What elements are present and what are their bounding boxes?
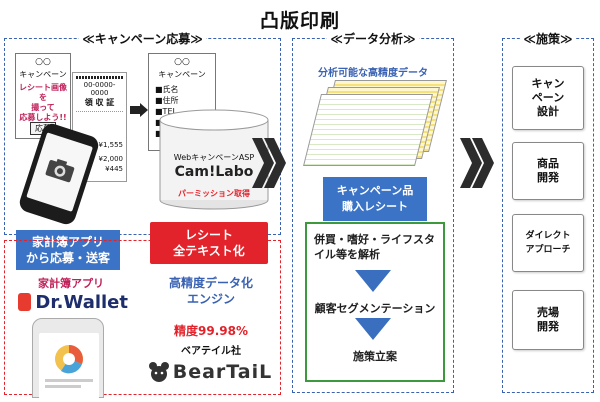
campaign-entry-card: ○○ キャンペーン レシート画像を 撮って 応募しよう!! 応募 <box>15 53 71 139</box>
measure-campaign-design: キャン ペーン 設計 <box>512 66 584 130</box>
receipt-total1: ¥1,555 <box>98 141 124 149</box>
measure-store-development: 売場 開発 <box>512 290 584 350</box>
campaign-receipt-box: キャンペーン品 購入レシート <box>323 177 427 221</box>
analysis-step-2: 顧客セグメンテーション <box>314 302 436 315</box>
spreadsheet-stack <box>303 80 447 168</box>
database-cylinder <box>159 109 269 210</box>
camera-icon <box>43 154 78 184</box>
arrow-down-icon <box>355 318 391 340</box>
drwallet-logo-text: Dr.Wallet <box>35 291 128 313</box>
beartail-logo: BearTaiL <box>144 358 276 386</box>
form-item: ■氏名 <box>155 85 179 94</box>
company-label: ベアテイル社 <box>181 346 241 357</box>
receipt-lines <box>76 111 123 141</box>
kakeibo-app-box: 家計簿アプリ から応募・送客 <box>16 230 120 270</box>
kakeibo-app-label: 家計簿アプリ <box>38 277 104 290</box>
campaign-panel-title: ≪キャンペーン応募≫ <box>79 32 206 46</box>
engine-label: 高精度データ化 エンジン <box>168 276 253 306</box>
barcode-icon <box>76 76 123 79</box>
analysis-panel-title: ≪データ分析≫ <box>327 32 419 46</box>
camlabo-logo: Cam!Labo <box>174 164 254 180</box>
measure-product-development: 商品 開発 <box>512 142 584 200</box>
analysis-subtitle: 分析可能な高精度データ <box>318 68 428 79</box>
measures-panel-title: ≪施策≫ <box>520 32 576 46</box>
card1-title: ○○ <box>35 57 51 67</box>
drwallet-mark-icon <box>18 293 32 311</box>
card2-title: ○○ <box>174 57 190 67</box>
datafication-region <box>4 240 281 395</box>
receipt-text-box: レシート 全テキスト化 <box>150 222 268 264</box>
card1-text: レシート画像を 撮って 応募しよう!! <box>19 83 67 122</box>
receipt-total3: ¥445 <box>105 165 123 173</box>
bear-icon <box>148 362 169 382</box>
card1-subtitle: キャンペーン <box>19 70 67 79</box>
permission-label: パーミッション取得 <box>178 189 250 198</box>
receipt-phone: 00-0000-0000 <box>83 81 116 97</box>
asp-label: WebキャンペーンASP <box>173 153 255 162</box>
analysis-steps-box <box>305 222 445 382</box>
arrow-right-icon <box>130 103 148 117</box>
chevron-arrows-icon <box>460 138 494 188</box>
pie-icon <box>45 345 93 388</box>
form-item: ■TEL <box>155 107 177 116</box>
accuracy-label: 精度99.98% <box>174 324 248 338</box>
chevron-arrows-icon <box>252 138 286 188</box>
arrow-down-icon <box>355 270 391 292</box>
drwallet-phone <box>32 318 104 399</box>
measure-direct-approach: ダイレクト アプローチ <box>512 214 584 272</box>
smartphone <box>17 121 101 227</box>
receipt-heading: 領 収 証 <box>84 98 115 107</box>
form-item: ■住所 <box>155 96 179 105</box>
page-title: 凸版印刷 <box>259 10 340 32</box>
analysis-step-3: 施策立案 <box>353 350 397 363</box>
drwallet-logo: Dr.Wallet <box>18 291 128 313</box>
beartail-logo-text: BearTaiL <box>172 361 273 383</box>
card2-subtitle: キャンペーン <box>158 70 206 79</box>
analysis-step-1: 併買・嗜好・ライフスタ イル等を解析 <box>314 233 435 261</box>
receipt-total2: ¥2,000 <box>98 155 124 163</box>
